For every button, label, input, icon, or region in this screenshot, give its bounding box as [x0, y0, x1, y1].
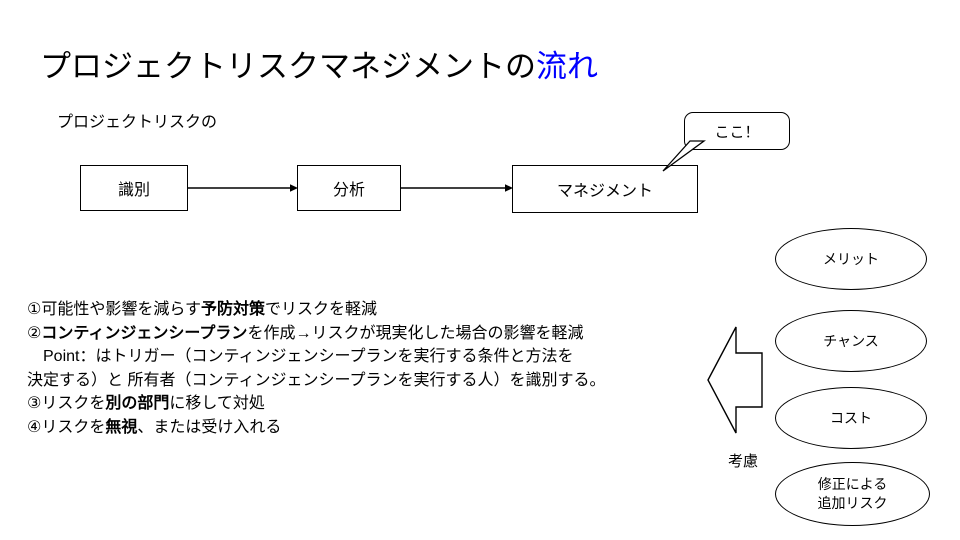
ellipse-merit[interactable]: メリット	[775, 228, 927, 290]
left-arrow-icon	[707, 326, 763, 434]
body-text-line6-run-2: 、または受け入れる	[137, 418, 282, 436]
callout-bubble-label: ここ！	[714, 123, 760, 141]
body-text-line3: Point：はトリガー（コンティンジェンシープランを実行する条件と方法を	[27, 345, 677, 369]
body-text-line1-run-0: ①可能性や影響を減らす	[27, 301, 202, 318]
body-text-line4-run-0: 決定する）と 所有者（コンティンジェンシープランを実行する人）を識別する。	[27, 371, 606, 389]
body-text-line1-run-1: 予防対策	[201, 301, 266, 318]
ellipse-additional-risk-label-line2: 追加リスク	[817, 495, 888, 511]
flow-box-analysis-label: 分析	[332, 182, 365, 199]
subtitle-label: プロジェクトリスクの	[57, 114, 218, 131]
body-text-line5: ③リスクを別の部門に移して対処	[27, 392, 677, 416]
body-text-line2-run-1: コンティンジェンシープラン	[41, 324, 248, 342]
body-text-line5-run-2: に移して対処	[169, 395, 265, 412]
body-text-line5-run-1: 別の部門	[105, 395, 170, 412]
body-text-line4: 決定する）と 所有者（コンティンジェンシープランを実行する人）を識別する。	[27, 369, 677, 393]
ellipse-cost[interactable]: コスト	[775, 387, 927, 449]
body-text-line6: ④リスクを無視、または受け入れる	[27, 416, 677, 440]
flow-box-identify[interactable]: 識別	[80, 165, 188, 211]
consider-label: 考慮	[728, 453, 759, 470]
body-text-line1: ①可能性や影響を減らす予防対策でリスクを軽減	[27, 298, 677, 322]
flow-box-management-label: マネジメント	[556, 183, 653, 200]
ellipse-additional-risk-label-line1: 修正による	[817, 476, 888, 492]
flow-box-analysis[interactable]: 分析	[297, 165, 401, 211]
body-text-line6-run-1: 無視	[105, 418, 138, 436]
body-text-line2: ②コンティンジェンシープランを作成→リスクが現実化した場合の影響を軽減	[27, 322, 677, 346]
body-text-line5-run-0: ③リスクを	[27, 395, 106, 412]
body-text-line2-run-0: ②	[27, 324, 42, 342]
ellipse-chance-label: チャンス	[823, 332, 879, 349]
ellipse-merit-label: メリット	[823, 250, 879, 267]
page-title-accent: 流れ	[536, 49, 598, 84]
connector-arrow-analysis-to-management	[401, 184, 513, 192]
ellipse-additional-risk[interactable]: 修正による 追加リスク	[775, 462, 930, 526]
body-text-line2-run-2: を作成→リスクが現実化した場合の影響を軽減	[247, 324, 584, 342]
body-text-line3-run-0: Point：はトリガー（コンティンジェンシープランを実行する条件と方法を	[43, 348, 574, 365]
page-title: プロジェクトリスクマネジメントの流れ	[40, 47, 598, 87]
ellipse-cost-label: コスト	[830, 409, 872, 426]
body-text-line6-run-0: ④リスクを	[27, 418, 106, 436]
ellipse-chance[interactable]: チャンス	[775, 310, 927, 372]
page-title-main: プロジェクトリスクマネジメントの	[40, 49, 536, 84]
flow-box-management[interactable]: マネジメント	[512, 165, 698, 213]
flow-box-identify-label: 識別	[117, 182, 150, 199]
connector-arrow-identify-to-analysis	[188, 184, 298, 192]
callout-bubble: ここ！	[684, 112, 790, 150]
body-text-line1-run-2: でリスクを軽減	[265, 301, 378, 318]
callout-tail-icon	[662, 140, 706, 172]
